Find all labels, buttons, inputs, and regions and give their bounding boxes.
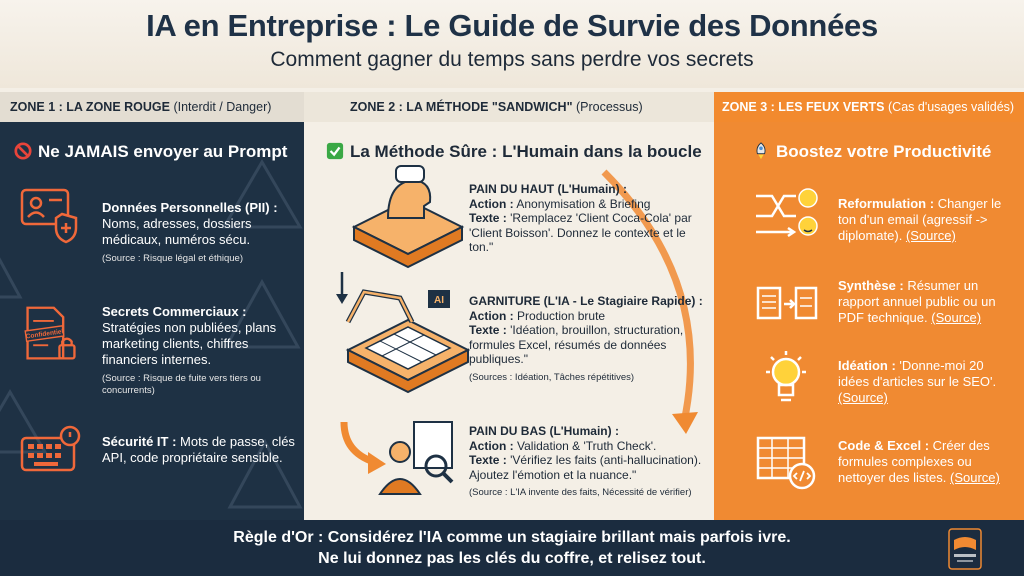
shuffle-emotions-icon	[756, 188, 818, 238]
filling-title: GARNITURE (L'IA - Le Stagiaire Rapide) :	[469, 294, 703, 308]
top-bread-item: PAIN DU HAUT (L'Humain) : Action : Anony…	[469, 182, 709, 255]
bottom-bread-source: (Source : L'IA invente des faits, Nécess…	[469, 487, 692, 498]
robot-arm-icon	[345, 289, 415, 324]
zone-green-panel: Boostez votre Productivité Reformulation…	[714, 122, 1024, 520]
reformulation-item: Reformulation : Changer le ton d'un emai…	[838, 196, 1018, 244]
zone-2-header: ZONE 2 : LA MÉTHODE "SANDWICH" (Processu…	[304, 92, 714, 122]
keyboard-lock-icon	[20, 425, 81, 472]
header: IA en Entreprise : Le Guide de Survie de…	[0, 0, 1024, 88]
zone-green-title: Boostez votre Productivité	[752, 142, 991, 162]
trade-secrets-item: Secrets Commerciaux : Stratégies non pub…	[102, 304, 298, 397]
synthesis-source-link[interactable]: (Source)	[931, 310, 982, 325]
filling-item: GARNITURE (L'IA - Le Stagiaire Rapide) :…	[469, 294, 709, 384]
prohibited-icon	[14, 142, 32, 160]
bottom-bread-action: Validation & 'Truth Check'.	[517, 438, 657, 453]
filling-action: Production brute	[517, 308, 606, 323]
top-bread-text: 'Remplacez 'Client Coca-Cola' par 'Clien…	[469, 211, 692, 254]
documents-arrow-icon	[756, 286, 818, 320]
bottom-bread-item: PAIN DU BAS (L'Humain) : Action : Valida…	[469, 424, 709, 499]
filling-text: 'Idéation, brouillon, structuration, for…	[469, 323, 684, 366]
zone-3-name: ZONE 3 : LES FEUX VERTS	[722, 100, 885, 114]
reformulation-text: Changer le ton d'un email (agressif -> d…	[838, 196, 1002, 243]
golden-rule-line-2: Ne lui donnez pas les clés du coffre, et…	[318, 550, 706, 567]
zone-2-name: ZONE 2 : LA MÉTHODE "SANDWICH"	[350, 100, 573, 114]
rocket-icon	[756, 142, 766, 160]
human-head-icon	[386, 178, 432, 219]
warning-triangles-background	[0, 159, 303, 509]
zone-sandwich-panel: La Méthode Sûre : L'Humain dans la boucl…	[304, 122, 714, 520]
pii-title: Données Personnelles (PII) :	[102, 200, 278, 215]
code-excel-source-link[interactable]: (Source)	[950, 470, 1000, 485]
warning-triangle-icon	[0, 257, 23, 299]
filling-source: (Sources : Idéation, Tâches répétitives)	[469, 371, 635, 383]
zone-red-title: Ne JAMAIS envoyer au Prompt	[14, 142, 287, 162]
check-mark-icon	[326, 142, 344, 160]
synthesis-item: Synthèse : Résumer un rapport annuel pub…	[838, 278, 1018, 326]
pii-item: Données Personnelles (PII) : Noms, adres…	[102, 200, 298, 265]
zone-1-note: (Interdit / Danger)	[173, 100, 272, 114]
zone-3-note: (Cas d'usages validés)	[888, 100, 1015, 114]
zone-sandwich-title: La Méthode Sûre : L'Humain dans la boucl…	[326, 142, 702, 162]
zone-3-header: ZONE 3 : LES FEUX VERTS (Cas d'usages va…	[714, 92, 1024, 122]
top-bread-action: Anonymisation & Briefing	[516, 196, 651, 211]
ideation-text: 'Donne-moi 20 idées d'articles sur le SE…	[838, 358, 997, 389]
brand-logo-icon	[948, 528, 982, 570]
sandwich-illustration: AI	[336, 165, 698, 495]
pii-text: Noms, adresses, dossiers médicaux, numér…	[102, 216, 252, 247]
spreadsheet-code-icon	[756, 436, 816, 490]
it-security-item: Sécurité IT : Mots de passe, clés API, c…	[102, 434, 298, 466]
golden-rule-line-1: Règle d'Or : Considérez l'IA comme un st…	[233, 529, 791, 546]
bottom-bread-text: 'Vérifiez les faits (anti-hallucination)…	[469, 453, 702, 482]
zone-2-note: (Processus)	[575, 100, 643, 114]
page-subtitle: Comment gagner du temps sans perdre vos …	[270, 48, 754, 71]
pii-source: (Source : Risque légal et éthique)	[102, 253, 243, 264]
svg-text:AI: AI	[434, 295, 444, 306]
warning-triangle-icon	[221, 159, 303, 229]
ai-chip-icon	[428, 290, 450, 308]
reformulation-source-link[interactable]: (Source)	[905, 228, 956, 243]
code-excel-title: Code & Excel :	[838, 438, 930, 453]
it-security-text: Mots de passe, clés API, code propriétai…	[102, 434, 295, 465]
zone-1-header: ZONE 1 : LA ZONE ROUGE (Interdit / Dange…	[0, 92, 304, 122]
zone-1-name: ZONE 1 : LA ZONE ROUGE	[10, 100, 170, 114]
synthesis-text: Résumer un rapport annuel public ou un P…	[838, 278, 996, 325]
warning-triangle-icon	[223, 278, 301, 349]
magnifier-icon	[424, 454, 448, 478]
trade-secrets-title: Secrets Commerciaux :	[102, 304, 247, 319]
ideation-item: Idéation : 'Donne-moi 20 idées d'article…	[838, 358, 1018, 406]
person-icon	[389, 441, 411, 463]
bottom-bread-title: PAIN DU BAS (L'Humain) :	[469, 424, 619, 438]
golden-rule-footer: Règle d'Or : Considérez l'IA comme un st…	[0, 520, 1024, 576]
flow-arrow-icon	[601, 169, 694, 423]
it-security-title: Sécurité IT :	[102, 434, 177, 449]
trade-secrets-source: (Source : Risque de fuite vers tiers ou …	[102, 373, 261, 396]
page-title: IA en Entreprise : Le Guide de Survie de…	[146, 8, 878, 43]
lightbulb-icon	[766, 351, 806, 402]
reformulation-title: Reformulation :	[838, 196, 935, 211]
warning-triangle-icon	[0, 389, 48, 454]
synthesis-title: Synthèse :	[838, 278, 904, 293]
mask-icon	[395, 165, 425, 183]
confidential-document-icon: Confidentiel	[24, 306, 76, 360]
zone-red-panel: Ne JAMAIS envoyer au Prompt Données Pers…	[0, 122, 304, 520]
code-excel-text: Créer des formules complexes ou nettoyer…	[838, 438, 990, 485]
warning-triangle-icon	[227, 438, 303, 509]
ideation-title: Idéation :	[838, 358, 896, 373]
ideation-source-link[interactable]: (Source)	[838, 390, 888, 405]
trade-secrets-text: Stratégies non publiées, plans marketing…	[102, 320, 277, 367]
top-bread-title: PAIN DU HAUT (L'Humain) :	[469, 182, 627, 196]
code-excel-item: Code & Excel : Créer des formules comple…	[838, 438, 1018, 486]
id-card-shield-icon	[20, 188, 78, 244]
